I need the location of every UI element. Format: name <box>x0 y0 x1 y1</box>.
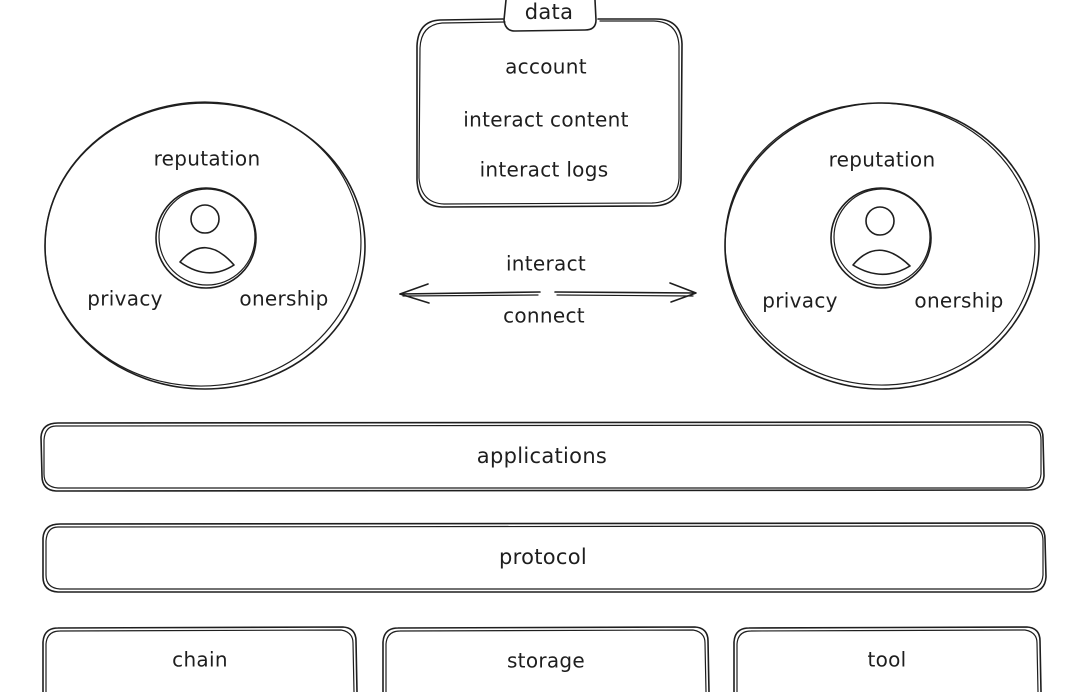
protocol-layer: protocol <box>42 522 1047 593</box>
left-privacy-label: privacy <box>87 287 163 311</box>
data-box: data account interact content interact l… <box>416 0 683 208</box>
interact-connect-arrow: interact connect <box>399 252 697 328</box>
interact-label: interact <box>506 252 586 276</box>
base-layer: chain storage tool <box>42 626 1042 692</box>
data-title: data <box>525 0 574 24</box>
storage-box: storage <box>382 626 710 692</box>
chain-label: chain <box>172 648 228 672</box>
storage-label: storage <box>507 649 585 673</box>
tool-box: tool <box>733 626 1042 692</box>
tool-label: tool <box>867 648 906 672</box>
data-box-outline <box>416 18 683 208</box>
data-item-interact-content: interact content <box>463 108 628 132</box>
left-user-node: reputation privacy onership <box>44 101 366 390</box>
left-reputation-label: reputation <box>154 147 261 171</box>
right-user-avatar-icon <box>830 187 932 289</box>
right-arrowhead-icon <box>669 282 697 303</box>
right-user-circle <box>724 102 1040 390</box>
right-ownership-label: onership <box>914 289 1003 313</box>
applications-layer: applications <box>40 421 1045 492</box>
data-item-interact-logs: interact logs <box>480 158 609 182</box>
left-arrowhead-icon <box>399 283 430 304</box>
left-ownership-label: onership <box>239 287 328 311</box>
left-user-avatar-icon <box>155 187 257 289</box>
protocol-label: protocol <box>499 545 587 569</box>
chain-box: chain <box>42 626 358 692</box>
connect-label: connect <box>503 304 585 328</box>
data-item-account: account <box>505 55 587 79</box>
data-title-tab <box>503 0 597 32</box>
right-user-node: reputation privacy onership <box>724 102 1040 390</box>
right-privacy-label: privacy <box>762 289 838 313</box>
applications-label: applications <box>477 444 607 468</box>
right-reputation-label: reputation <box>829 148 936 172</box>
